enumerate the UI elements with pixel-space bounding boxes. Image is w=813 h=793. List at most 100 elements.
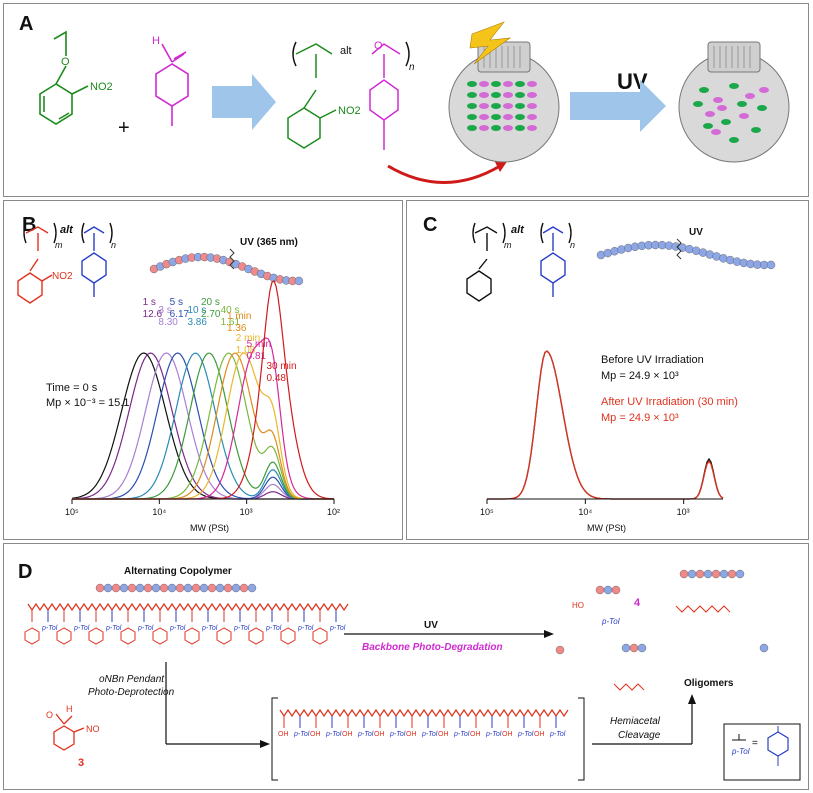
chain-segment-28 xyxy=(515,125,525,131)
gpc-time-2: 3 s xyxy=(158,305,171,316)
bead-25 xyxy=(766,260,776,270)
d-bead-18 xyxy=(239,583,249,593)
ptol-label-3: p-Tol xyxy=(325,731,342,738)
b-tick-label-0: 10⁵ xyxy=(65,507,79,517)
chain-segment-2 xyxy=(491,81,501,87)
ptol-label-9: p-Tol xyxy=(169,625,186,632)
compound-3-no: NO xyxy=(86,724,100,734)
gpc-curve-7 xyxy=(72,352,334,500)
polymer-alt: alt xyxy=(340,45,352,57)
fragment-12 xyxy=(759,87,769,93)
ptol-label-7: p-Tol xyxy=(137,625,154,632)
particle-after xyxy=(678,41,790,163)
gpc-mp-8: 1.08 xyxy=(236,345,256,356)
bead-23 xyxy=(294,276,304,286)
d-bead-13 xyxy=(199,583,209,593)
panel-b-xlabel: MW (PSt) xyxy=(190,523,229,533)
ptol-label-3: p-Tol xyxy=(73,625,90,632)
oligomers-label: Oligomers xyxy=(684,678,734,689)
chain-segment-21 xyxy=(503,114,513,120)
plus-sign: + xyxy=(118,117,130,139)
red-curve-arrow xyxy=(387,164,501,184)
deprotect-arrow-head xyxy=(260,740,270,748)
chain-segment-27 xyxy=(503,125,513,131)
chain-segment-20 xyxy=(491,114,501,120)
gpc-time-8: 2 min xyxy=(236,333,260,344)
copolymer-bead-row xyxy=(95,583,257,593)
panel-c-structure xyxy=(466,222,572,302)
panel-c-graphic: C alt m n UV Before UV Irradiat xyxy=(423,214,776,533)
oligo-bead-0 xyxy=(595,585,605,595)
gpc-curve-8 xyxy=(72,352,334,500)
chain-segment-4 xyxy=(515,81,525,87)
fragment-2 xyxy=(729,83,739,89)
chain-segment-0 xyxy=(467,81,477,87)
d-bead-7 xyxy=(151,583,161,593)
panel-c-after: After UV Irradiation (30 min) xyxy=(601,396,738,408)
panel-b-bead-chain xyxy=(149,252,304,286)
c-tick-label-1: 10⁴ xyxy=(578,507,592,517)
panel-b-alt: alt xyxy=(60,224,74,236)
chain-segment-7 xyxy=(479,92,489,98)
bead-20 xyxy=(732,257,742,266)
gpc-time-6: 40 s xyxy=(221,305,240,316)
oh-label-12: OH xyxy=(470,731,481,738)
panel-a-label: A xyxy=(19,13,33,35)
oh-label-0: OH xyxy=(278,731,289,738)
gpc-mp-10: 0.48 xyxy=(267,373,287,384)
fragment-5 xyxy=(705,111,715,117)
panel-b-label: B xyxy=(22,214,36,236)
oh-label-10: OH xyxy=(438,731,449,738)
chain-segment-18 xyxy=(467,114,477,120)
gpc-mp-9: 0.81 xyxy=(247,351,267,362)
panel-c-xlabel: MW (PSt) xyxy=(587,523,626,533)
aldehyde-h: H xyxy=(152,35,160,47)
ptol-label-11: p-Tol xyxy=(453,731,470,738)
oligo-bead-14 xyxy=(555,645,565,655)
chain-segment-1 xyxy=(479,81,489,87)
panel-b-uv-label: UV (365 nm) xyxy=(240,237,298,248)
panel-c-n: n xyxy=(570,240,575,250)
fragment-6 xyxy=(721,119,731,125)
oligo-chain-2 xyxy=(613,683,645,691)
nbn-ring-8 xyxy=(152,627,168,645)
d-bead-14 xyxy=(207,583,217,593)
d-bead-2 xyxy=(111,583,121,593)
chain-segment-14 xyxy=(491,103,501,109)
d-bead-19 xyxy=(247,583,257,593)
compound-3 xyxy=(53,713,85,751)
polymer-no2: NO2 xyxy=(338,105,361,117)
d-bead-9 xyxy=(167,583,177,593)
chain-segment-25 xyxy=(479,125,489,131)
panel-c-uv-squiggle xyxy=(676,238,682,260)
deprotect-line1: oNBn Pendant xyxy=(99,674,165,685)
chain-segment-24 xyxy=(467,125,477,131)
fragment-0 xyxy=(699,87,709,93)
chain-segment-10 xyxy=(515,92,525,98)
oligo-bead-11 xyxy=(621,643,631,653)
oh-label-4: OH xyxy=(342,731,353,738)
chain-segment-12 xyxy=(467,103,477,109)
backbone-line xyxy=(279,708,569,718)
chain-segment-29 xyxy=(527,125,537,131)
oligo-bead-10 xyxy=(735,569,745,579)
panel-c-bead-chain xyxy=(596,240,776,270)
gpc-time-3: 5 s xyxy=(170,297,183,308)
gpc-mp-6: 1.61 xyxy=(221,317,241,328)
d-bead-16 xyxy=(223,583,233,593)
b-tick-label-2: 10³ xyxy=(240,507,253,517)
gpc-curve-0 xyxy=(71,352,334,500)
oligo-bead-6 xyxy=(703,569,713,579)
gpc-mp-5: 2.70 xyxy=(201,309,221,320)
panel-b-m: m xyxy=(55,240,63,250)
bracket-left xyxy=(271,697,278,781)
d-bead-11 xyxy=(183,583,193,593)
bracket-right xyxy=(578,697,585,781)
nbn-ring-18 xyxy=(312,627,328,645)
oh-label-16: OH xyxy=(534,731,545,738)
d-bead-1 xyxy=(103,583,113,593)
gpc-mp-1: 12.6 xyxy=(143,309,163,320)
